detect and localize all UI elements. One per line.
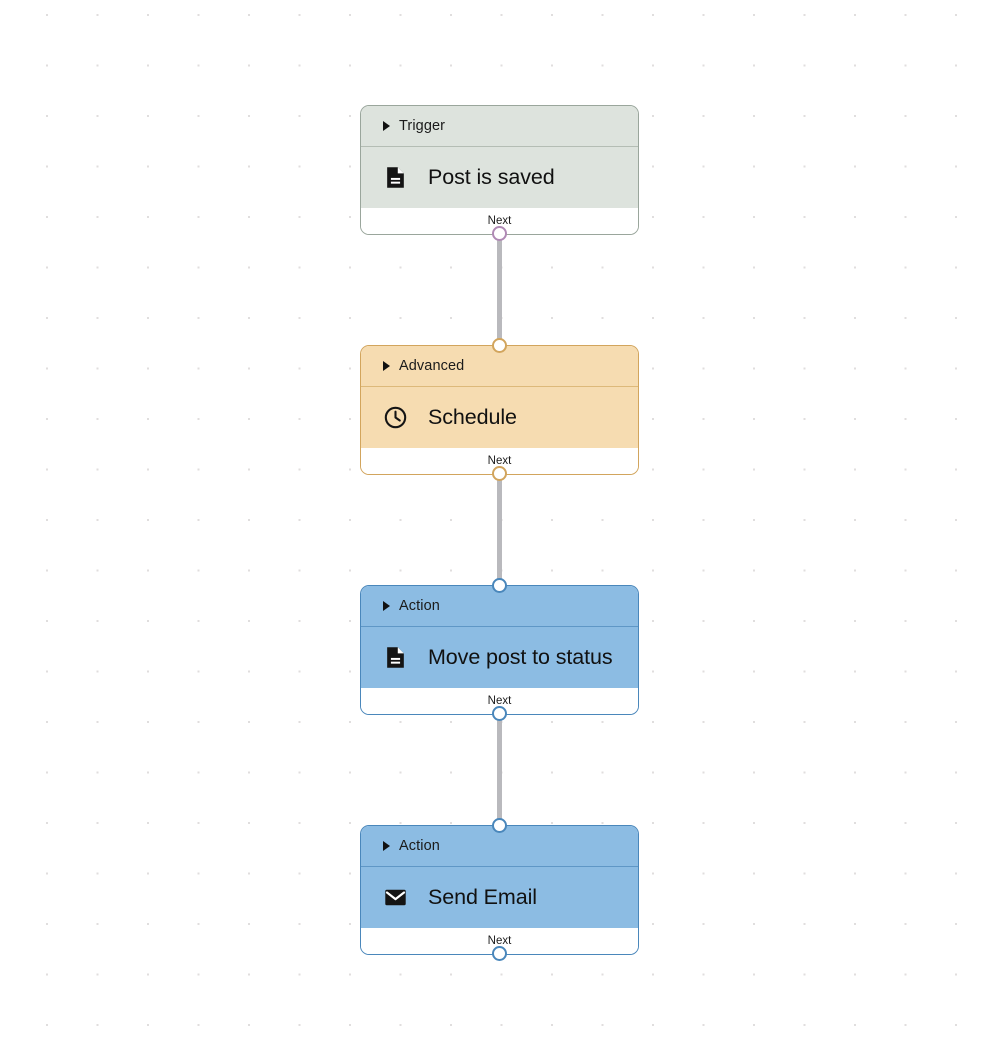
node-header[interactable]: Action [361, 586, 638, 626]
node-header[interactable]: Advanced [361, 346, 638, 386]
document-icon [383, 645, 408, 670]
node-body[interactable]: Send Email [361, 867, 638, 929]
node-body[interactable]: Schedule [361, 387, 638, 449]
node-category-label: Action [399, 598, 440, 614]
node-input-port[interactable] [492, 817, 507, 833]
document-icon [383, 165, 408, 190]
connector-edge[interactable] [497, 234, 502, 345]
node-title: Post is saved [428, 165, 555, 190]
node-title: Schedule [428, 405, 517, 430]
node-title: Send Email [428, 885, 537, 910]
node-category-label: Action [399, 838, 440, 854]
clock-icon [383, 405, 408, 430]
node-title: Move post to status [428, 645, 613, 670]
node-input-port[interactable] [492, 577, 507, 593]
envelope-icon [383, 885, 408, 910]
node-output-port[interactable] [492, 705, 507, 721]
expand-triangle-icon[interactable] [383, 601, 390, 611]
node-body[interactable]: Post is saved [361, 147, 638, 209]
node-next-label: Next [487, 935, 512, 948]
node-header[interactable]: Trigger [361, 106, 638, 146]
node-divider [361, 386, 638, 388]
node-output-port[interactable] [492, 945, 507, 961]
expand-triangle-icon[interactable] [383, 361, 390, 371]
node-output-port[interactable] [492, 225, 507, 241]
expand-triangle-icon[interactable] [383, 841, 390, 851]
node-divider [361, 866, 638, 868]
node-header[interactable]: Action [361, 826, 638, 866]
node-input-port[interactable] [492, 337, 507, 353]
connector-edge[interactable] [497, 714, 502, 825]
node-divider [361, 146, 638, 148]
node-next-label: Next [487, 455, 512, 468]
node-category-label: Advanced [399, 358, 465, 374]
node-next-label: Next [487, 215, 512, 228]
connector-edge[interactable] [497, 474, 502, 585]
node-body[interactable]: Move post to status [361, 627, 638, 689]
node-next-label: Next [487, 695, 512, 708]
node-output-port[interactable] [492, 465, 507, 481]
node-category-label: Trigger [399, 118, 446, 134]
node-divider [361, 626, 638, 628]
expand-triangle-icon[interactable] [383, 121, 390, 131]
